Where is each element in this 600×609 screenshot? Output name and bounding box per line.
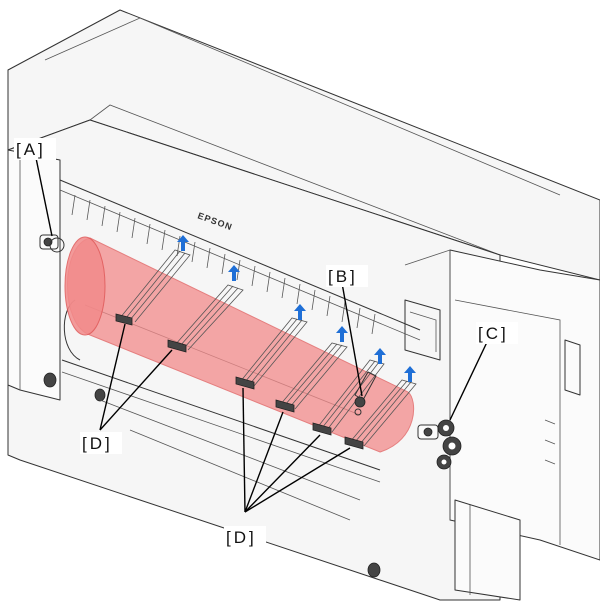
up-arrow-icon (294, 304, 306, 320)
callout-a: [A] (16, 140, 46, 159)
right-spindle-end (417, 424, 439, 440)
callout-d-left: [D] (82, 434, 113, 453)
callout-d-right: [D] (226, 528, 257, 547)
up-arrow-icon (404, 366, 416, 382)
up-arrow-icon (336, 326, 348, 342)
callout-labels: [A] [B] [C] [D] [D] (14, 138, 518, 548)
up-arrow-icon (177, 235, 189, 251)
left-spindle-end (39, 234, 65, 253)
internal-frame: EPSON (39, 179, 462, 521)
direction-arrows (177, 235, 416, 382)
callout-c: [C] (478, 324, 509, 343)
roll-adapter-knob (436, 419, 462, 470)
roll-paper-left-end (64, 236, 106, 336)
up-arrow-icon (374, 348, 386, 364)
highlighted-roll-paper (64, 236, 415, 453)
roll-lock-lever (354, 371, 377, 416)
callout-leaders (35, 157, 489, 513)
roll-holder-clips (115, 313, 364, 450)
callout-b: [B] (328, 267, 358, 286)
paper-guides (115, 249, 417, 450)
up-arrow-icon (228, 265, 240, 281)
